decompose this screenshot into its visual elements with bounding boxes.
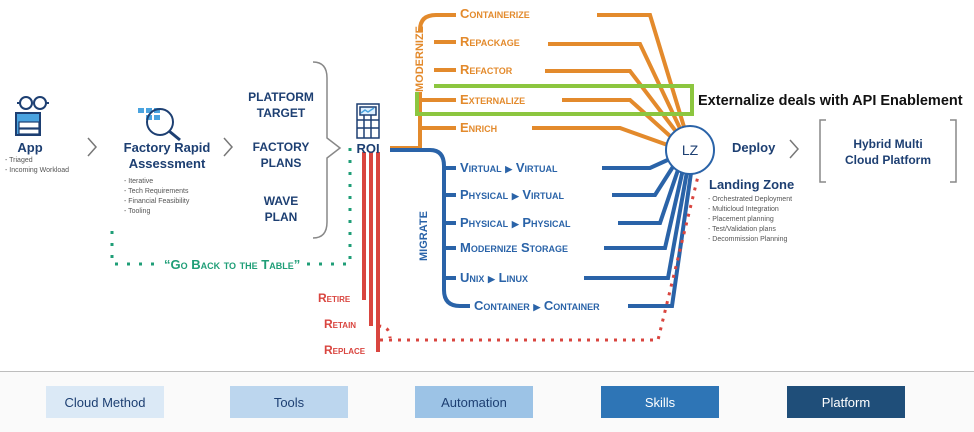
wave-plan-label: WAVE PLAN: [236, 193, 326, 225]
arrow-icon: [789, 139, 800, 159]
app-label: App: [17, 140, 43, 155]
hybrid-platform-label: Hybrid Multi Cloud Platform: [828, 136, 948, 168]
legend-platform: Platform: [787, 386, 905, 418]
replace-dotted-line: [380, 167, 702, 342]
retire-lines: [362, 152, 380, 352]
lz-note: - Multicloud Integration: [708, 206, 779, 213]
assessment-notes: - Iterative - Tech Requirements - Financ…: [124, 177, 189, 217]
go-back-dotted-line: [110, 148, 352, 266]
assessment-line2: Assessment: [128, 156, 206, 171]
legend-bar: Cloud Method Tools Automation Skills Pla…: [0, 371, 974, 432]
app-note: - Incoming Workload: [5, 167, 70, 174]
migrate-label: Modernize Storage: [460, 240, 568, 255]
retain-item: Retain: [324, 317, 357, 331]
platform-target-label: PLATFORM TARGET: [236, 89, 326, 121]
migrate-item: Virtual ▶ Virtual: [460, 160, 558, 175]
refactor-item: Refactor: [460, 62, 513, 77]
factory-plans-line1: FACTORY: [252, 140, 310, 154]
landing-zone-title: Landing Zone: [709, 177, 795, 192]
lz-note: - Placement planning: [708, 216, 774, 223]
migrate-item: Unix ▶ Linux: [460, 270, 528, 285]
repackage-item: Repackage: [460, 34, 520, 49]
assessment-label: Factory Rapid Assessment: [112, 140, 222, 172]
replace-item: Replace: [324, 343, 366, 357]
triangle-right-icon: ▶: [533, 302, 541, 312]
legend-cloud-method: Cloud Method: [46, 386, 164, 418]
lz-note: - Decommission Planning: [708, 236, 788, 243]
triangle-right-icon: ▶: [505, 164, 513, 174]
enrich-item: Enrich: [460, 120, 498, 135]
lz-circle: [665, 125, 715, 175]
deploy-label: Deploy: [732, 140, 776, 155]
containerize-item: Containerize: [460, 6, 530, 21]
migrate-to: Container: [543, 298, 600, 313]
app-note: - Triaged: [5, 157, 33, 164]
lz-note: - Orchestrated Deployment: [708, 196, 793, 203]
roi-label: ROI: [356, 141, 380, 156]
externalize-item: Externalize: [460, 92, 526, 107]
migrate-item: Modernize Storage: [460, 240, 568, 255]
lz-label: LZ: [681, 142, 699, 158]
legend-tools: Tools: [230, 386, 348, 418]
migrate-from: Unix: [460, 270, 485, 285]
go-back-label: “Go Back to the Table”: [160, 257, 305, 272]
assessment-note: - Iterative: [124, 178, 154, 185]
arrow-icon: [223, 137, 234, 157]
landing-zone-notes: - Orchestrated Deployment - Multicloud I…: [708, 195, 792, 245]
magnifier-icon: [138, 108, 181, 142]
migrate-from: Physical: [460, 215, 509, 230]
hybrid-line2: Cloud Platform: [845, 153, 931, 167]
externalize-highlight: [415, 84, 694, 116]
migrate-to: Linux: [498, 270, 529, 285]
migrate-to: Physical: [522, 215, 571, 230]
app-notes: - Triaged - Incoming Workload: [5, 156, 69, 176]
migrate-item: Container ▶ Container: [474, 298, 600, 313]
modernize-branches: [390, 13, 690, 150]
platform-target-line2: TARGET: [256, 106, 306, 120]
modernize-group-label: MODERNIZE: [414, 26, 434, 92]
migrate-item: Physical ▶ Virtual: [460, 187, 564, 202]
wave-plan-line2: PLAN: [264, 210, 298, 224]
legend-automation: Automation: [415, 386, 533, 418]
calculator-icon: [356, 103, 380, 139]
factory-plans-line2: PLANS: [260, 156, 302, 170]
app-icon: [15, 96, 49, 136]
flow-lines: [15, 13, 957, 352]
migrate-group-label: MIGRATE: [418, 211, 430, 261]
triangle-right-icon: ▶: [488, 274, 495, 284]
migrate-from: Virtual: [460, 160, 502, 175]
migrate-from: Physical: [460, 187, 509, 202]
arrow-icon: [87, 137, 98, 157]
migrate-branches: [390, 148, 694, 308]
triangle-right-icon: ▶: [511, 191, 519, 201]
triangle-right-icon: ▶: [511, 219, 519, 229]
assessment-note: - Tech Requirements: [124, 188, 189, 195]
retire-item: Retire: [318, 291, 351, 305]
plans-brace: [312, 61, 342, 239]
externalize-callout: Externalize deals with API Enablement: [698, 93, 963, 109]
retain-dotted-line: [377, 324, 392, 339]
legend-skills: Skills: [601, 386, 719, 418]
factory-plans-label: FACTORY PLANS: [236, 139, 326, 171]
assessment-note: - Tooling: [124, 208, 151, 215]
migrate-to: Virtual: [515, 160, 558, 175]
migrate-from: Container: [474, 298, 530, 313]
platform-target-line1: PLATFORM: [248, 90, 314, 104]
hybrid-line1: Hybrid Multi: [853, 137, 923, 151]
migrate-item: Physical ▶ Physical: [460, 215, 571, 230]
assessment-note: - Financial Feasibility: [124, 198, 190, 205]
migrate-to: Virtual: [522, 187, 565, 202]
lz-note: - Test/Validation plans: [708, 226, 776, 233]
wave-plan-line1: WAVE: [263, 194, 299, 208]
assessment-line1: Factory Rapid: [123, 140, 211, 155]
